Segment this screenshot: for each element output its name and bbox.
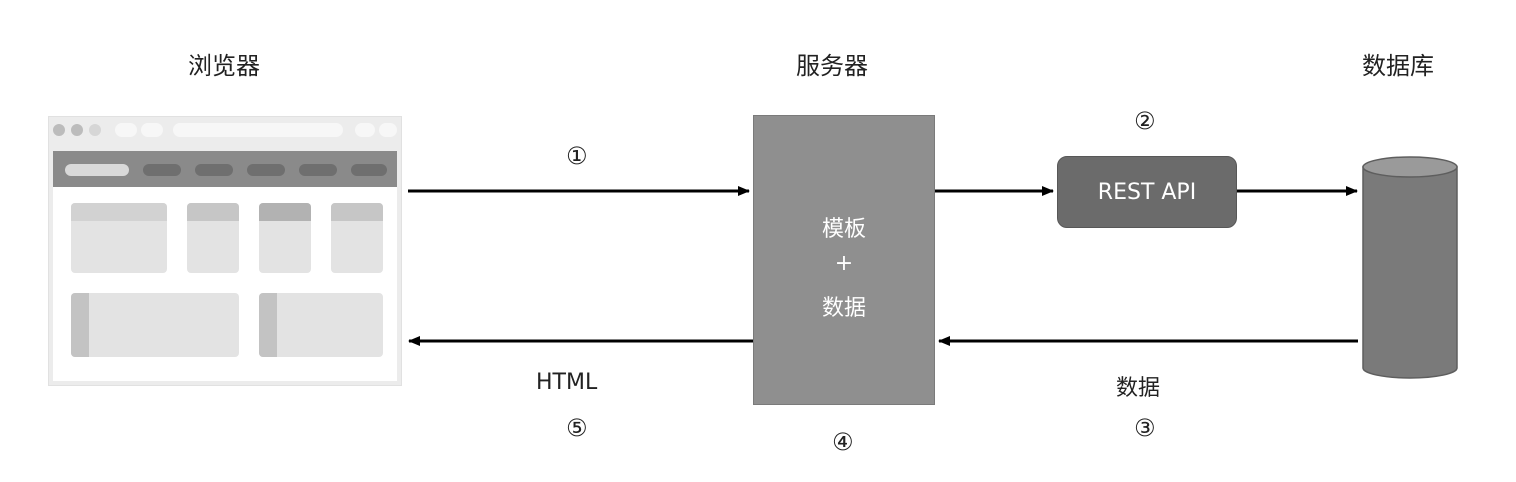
content-card: [331, 203, 383, 273]
nav-item: [351, 164, 387, 176]
browser-tab-pill: [141, 123, 163, 137]
server-heading: 服务器: [796, 52, 868, 80]
server-box: 模板 + 数据: [753, 115, 935, 405]
nav-item: [195, 164, 233, 176]
data-response-label: 数据: [1116, 376, 1161, 401]
step-4: ④: [832, 428, 854, 456]
site-navbar: [53, 151, 397, 187]
nav-item-active: [65, 164, 129, 176]
window-dot-2: [71, 124, 83, 136]
card-sidebar: [71, 293, 89, 357]
card-header: [259, 203, 311, 221]
server-label-data: 数据: [821, 296, 866, 321]
database-top: [1362, 156, 1458, 178]
nav-item: [299, 164, 337, 176]
step-3: ③: [1134, 414, 1156, 442]
content-card-wide: [259, 293, 383, 357]
nav-item: [143, 164, 181, 176]
step-2: ②: [1134, 107, 1156, 135]
content-card: [187, 203, 239, 273]
card-header: [331, 203, 383, 221]
server-label-plus: +: [834, 251, 854, 276]
address-bar: [173, 123, 343, 137]
step-1: ①: [566, 142, 588, 170]
nav-item: [247, 164, 285, 176]
database-heading: 数据库: [1362, 52, 1434, 80]
window-dot-3: [89, 124, 101, 136]
browser-tab-pill: [115, 123, 137, 137]
browser-toolbar-pill: [355, 123, 375, 137]
card-sidebar: [259, 293, 277, 357]
browser-toolbar-pill: [379, 123, 397, 137]
html-response-label: HTML: [536, 370, 598, 395]
window-dot-1: [53, 124, 65, 136]
content-card-wide: [71, 293, 239, 357]
content-card: [71, 203, 167, 273]
database-body: [1362, 166, 1458, 379]
card-header: [71, 203, 167, 221]
site-content: [53, 187, 397, 381]
browser-heading: 浏览器: [188, 52, 260, 80]
rest-api-box: REST API: [1057, 156, 1237, 228]
card-header: [187, 203, 239, 221]
content-card: [259, 203, 311, 273]
step-5: ⑤: [566, 414, 588, 442]
server-label-template: 模板: [821, 217, 866, 242]
database-cylinder: [1362, 156, 1458, 379]
browser-window-illustration: [48, 116, 402, 386]
